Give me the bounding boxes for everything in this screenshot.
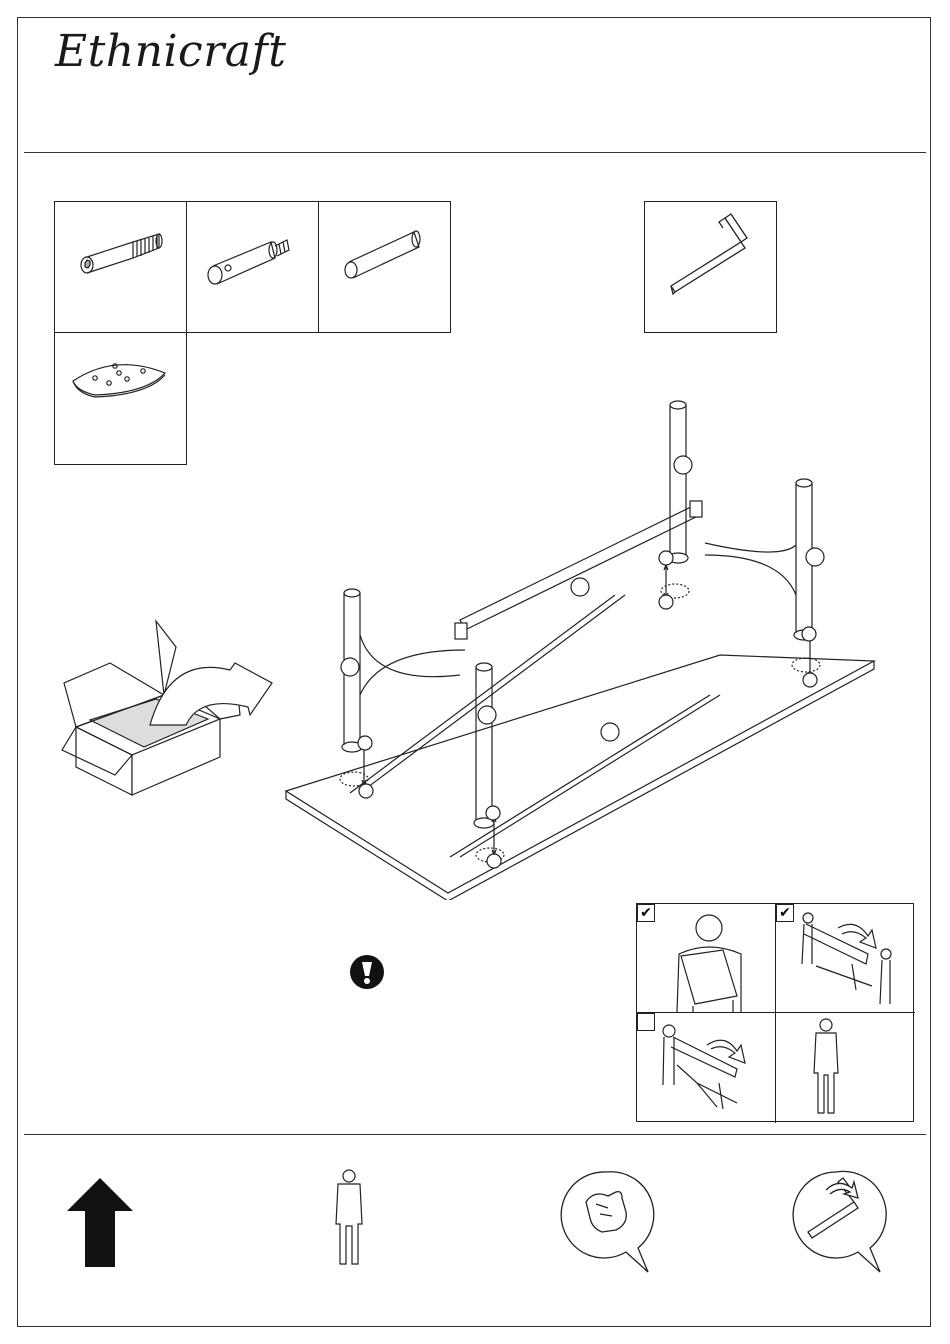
part-mounting-plate bbox=[54, 332, 187, 465]
dowel-icon bbox=[319, 202, 452, 334]
brand-logo: Ethnicraft bbox=[55, 26, 286, 77]
one-person-flipping-table-icon bbox=[637, 1013, 776, 1123]
check-mark: ✔ bbox=[637, 904, 655, 922]
handling-cell-4 bbox=[776, 1013, 915, 1123]
mounting-plate-icon bbox=[55, 333, 188, 466]
handling-instructions-panel: ✔ ✔ bbox=[636, 903, 914, 1122]
single-person-icon bbox=[320, 1168, 380, 1268]
allen-key-turn-icon bbox=[788, 1168, 888, 1278]
handling-cell-2: ✔ bbox=[776, 904, 915, 1013]
person-carrying-box-icon bbox=[637, 904, 776, 1013]
allen-key-icon bbox=[645, 202, 778, 334]
table-assembly-diagram bbox=[280, 395, 880, 900]
two-people-flipping-table-icon bbox=[776, 904, 915, 1013]
warning-icon bbox=[348, 953, 386, 991]
check-box bbox=[637, 1013, 655, 1031]
single-person-icon bbox=[776, 1013, 915, 1123]
open-box-icon bbox=[60, 615, 280, 800]
tool-allen-key bbox=[644, 201, 777, 333]
part-bolt bbox=[54, 201, 187, 333]
up-arrow-icon bbox=[65, 1175, 135, 1270]
footer-divider bbox=[24, 1134, 926, 1135]
handling-cell-1: ✔ bbox=[637, 904, 776, 1013]
hex-bolt-icon bbox=[55, 202, 188, 334]
part-connector bbox=[186, 201, 319, 333]
check-mark: ✔ bbox=[776, 904, 794, 922]
handling-cell-3 bbox=[637, 1013, 776, 1123]
part-dowel bbox=[318, 201, 451, 333]
hand-tighten-icon bbox=[556, 1168, 656, 1278]
barrel-connector-icon bbox=[187, 202, 320, 334]
header-divider bbox=[24, 152, 926, 153]
